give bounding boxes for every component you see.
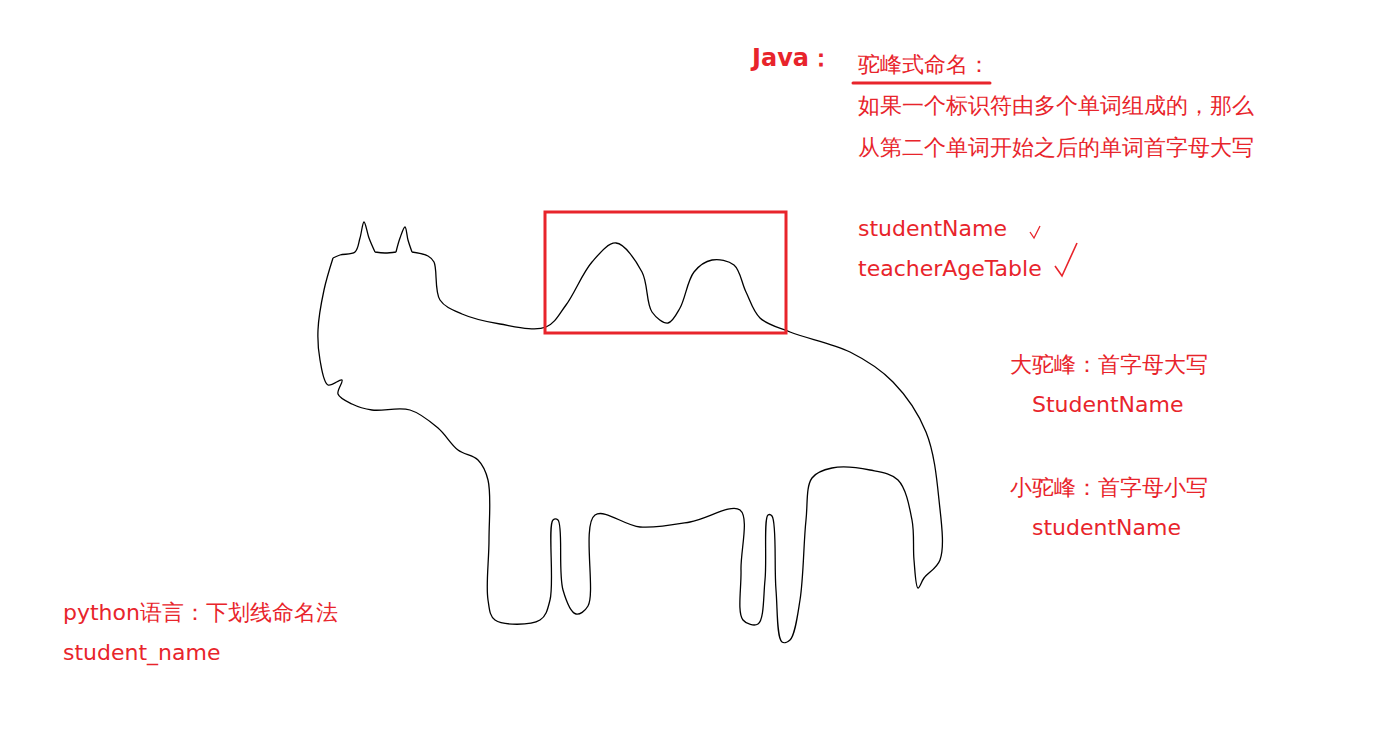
check-mark (1055, 243, 1077, 276)
hump-highlight-box (545, 212, 786, 333)
example-name: student_name (63, 640, 221, 666)
example-name: StudentName (1032, 392, 1184, 418)
example-name: studentName (858, 216, 1007, 242)
note: 如果一个标识符由多个单词组成的，那么 从第二个单词开始之后的单词首字母大写 (858, 85, 1263, 169)
heading: 驼峰式命名： (858, 52, 990, 78)
term: 大驼峰：首字母大写 (1010, 352, 1208, 378)
underline (853, 82, 990, 85)
example-name: studentName (1032, 515, 1181, 541)
heading: Java： (752, 44, 833, 73)
example-name: teacherAgeTable (858, 256, 1042, 282)
check-mark (1030, 226, 1040, 238)
term: 小驼峰：首字母小写 (1010, 475, 1208, 501)
note: python语言：下划线命名法 (63, 600, 338, 626)
camel-sketch (318, 222, 943, 643)
